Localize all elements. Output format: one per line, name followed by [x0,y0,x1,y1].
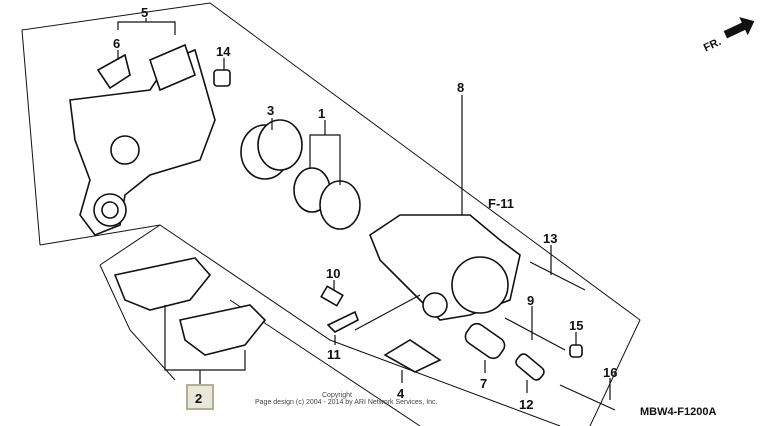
pad-spring [96,53,131,90]
front-direction-arrow: FR. [702,17,755,54]
callout-16: 16 [603,365,617,380]
pad-outline [39,224,561,426]
dust-seal [319,180,361,230]
callout-13: 13 [543,231,557,246]
pad-outline-lower [99,264,176,381]
copyright-notice: Page design (c) 2004 - 2014 by ARI Netwo… [255,399,438,406]
cap-15 [569,344,583,358]
callout-6: 6 [113,36,120,51]
bracket-boot [149,43,196,92]
callout-5: 5 [141,5,148,20]
reference-label: F-11 [488,196,514,211]
callout-7: 7 [480,376,487,391]
callout-15: 15 [569,318,583,333]
callout-9: 9 [527,293,534,308]
callout-3: 3 [267,103,274,118]
pad-spring-4 [383,339,442,373]
callout-8: 8 [457,80,464,95]
assembly-outline [21,2,641,426]
svg-text:FR.: FR. [702,36,723,54]
sleeve-12 [515,353,545,381]
brake-pad-1 [113,257,212,311]
callout-4: 4 [397,386,405,401]
cap-11 [326,310,359,333]
arrow-icon [723,17,755,39]
part-code: MBW4-F1200A [640,406,716,418]
caliper-bracket [69,48,216,236]
callout-1: 1 [318,106,325,121]
brake-pad-2 [179,304,267,356]
callout-12: 12 [519,397,533,412]
bleeder-10 [320,285,344,307]
callout-11: 11 [327,347,341,362]
callout-2-button[interactable]: 2 [186,384,214,410]
boot-14 [213,69,231,87]
callout-14: 14 [216,44,231,59]
callout-10: 10 [326,266,340,281]
boot-7 [464,322,506,360]
svg-text:2: 2 [195,391,202,406]
copyright: Copyright [322,392,352,399]
